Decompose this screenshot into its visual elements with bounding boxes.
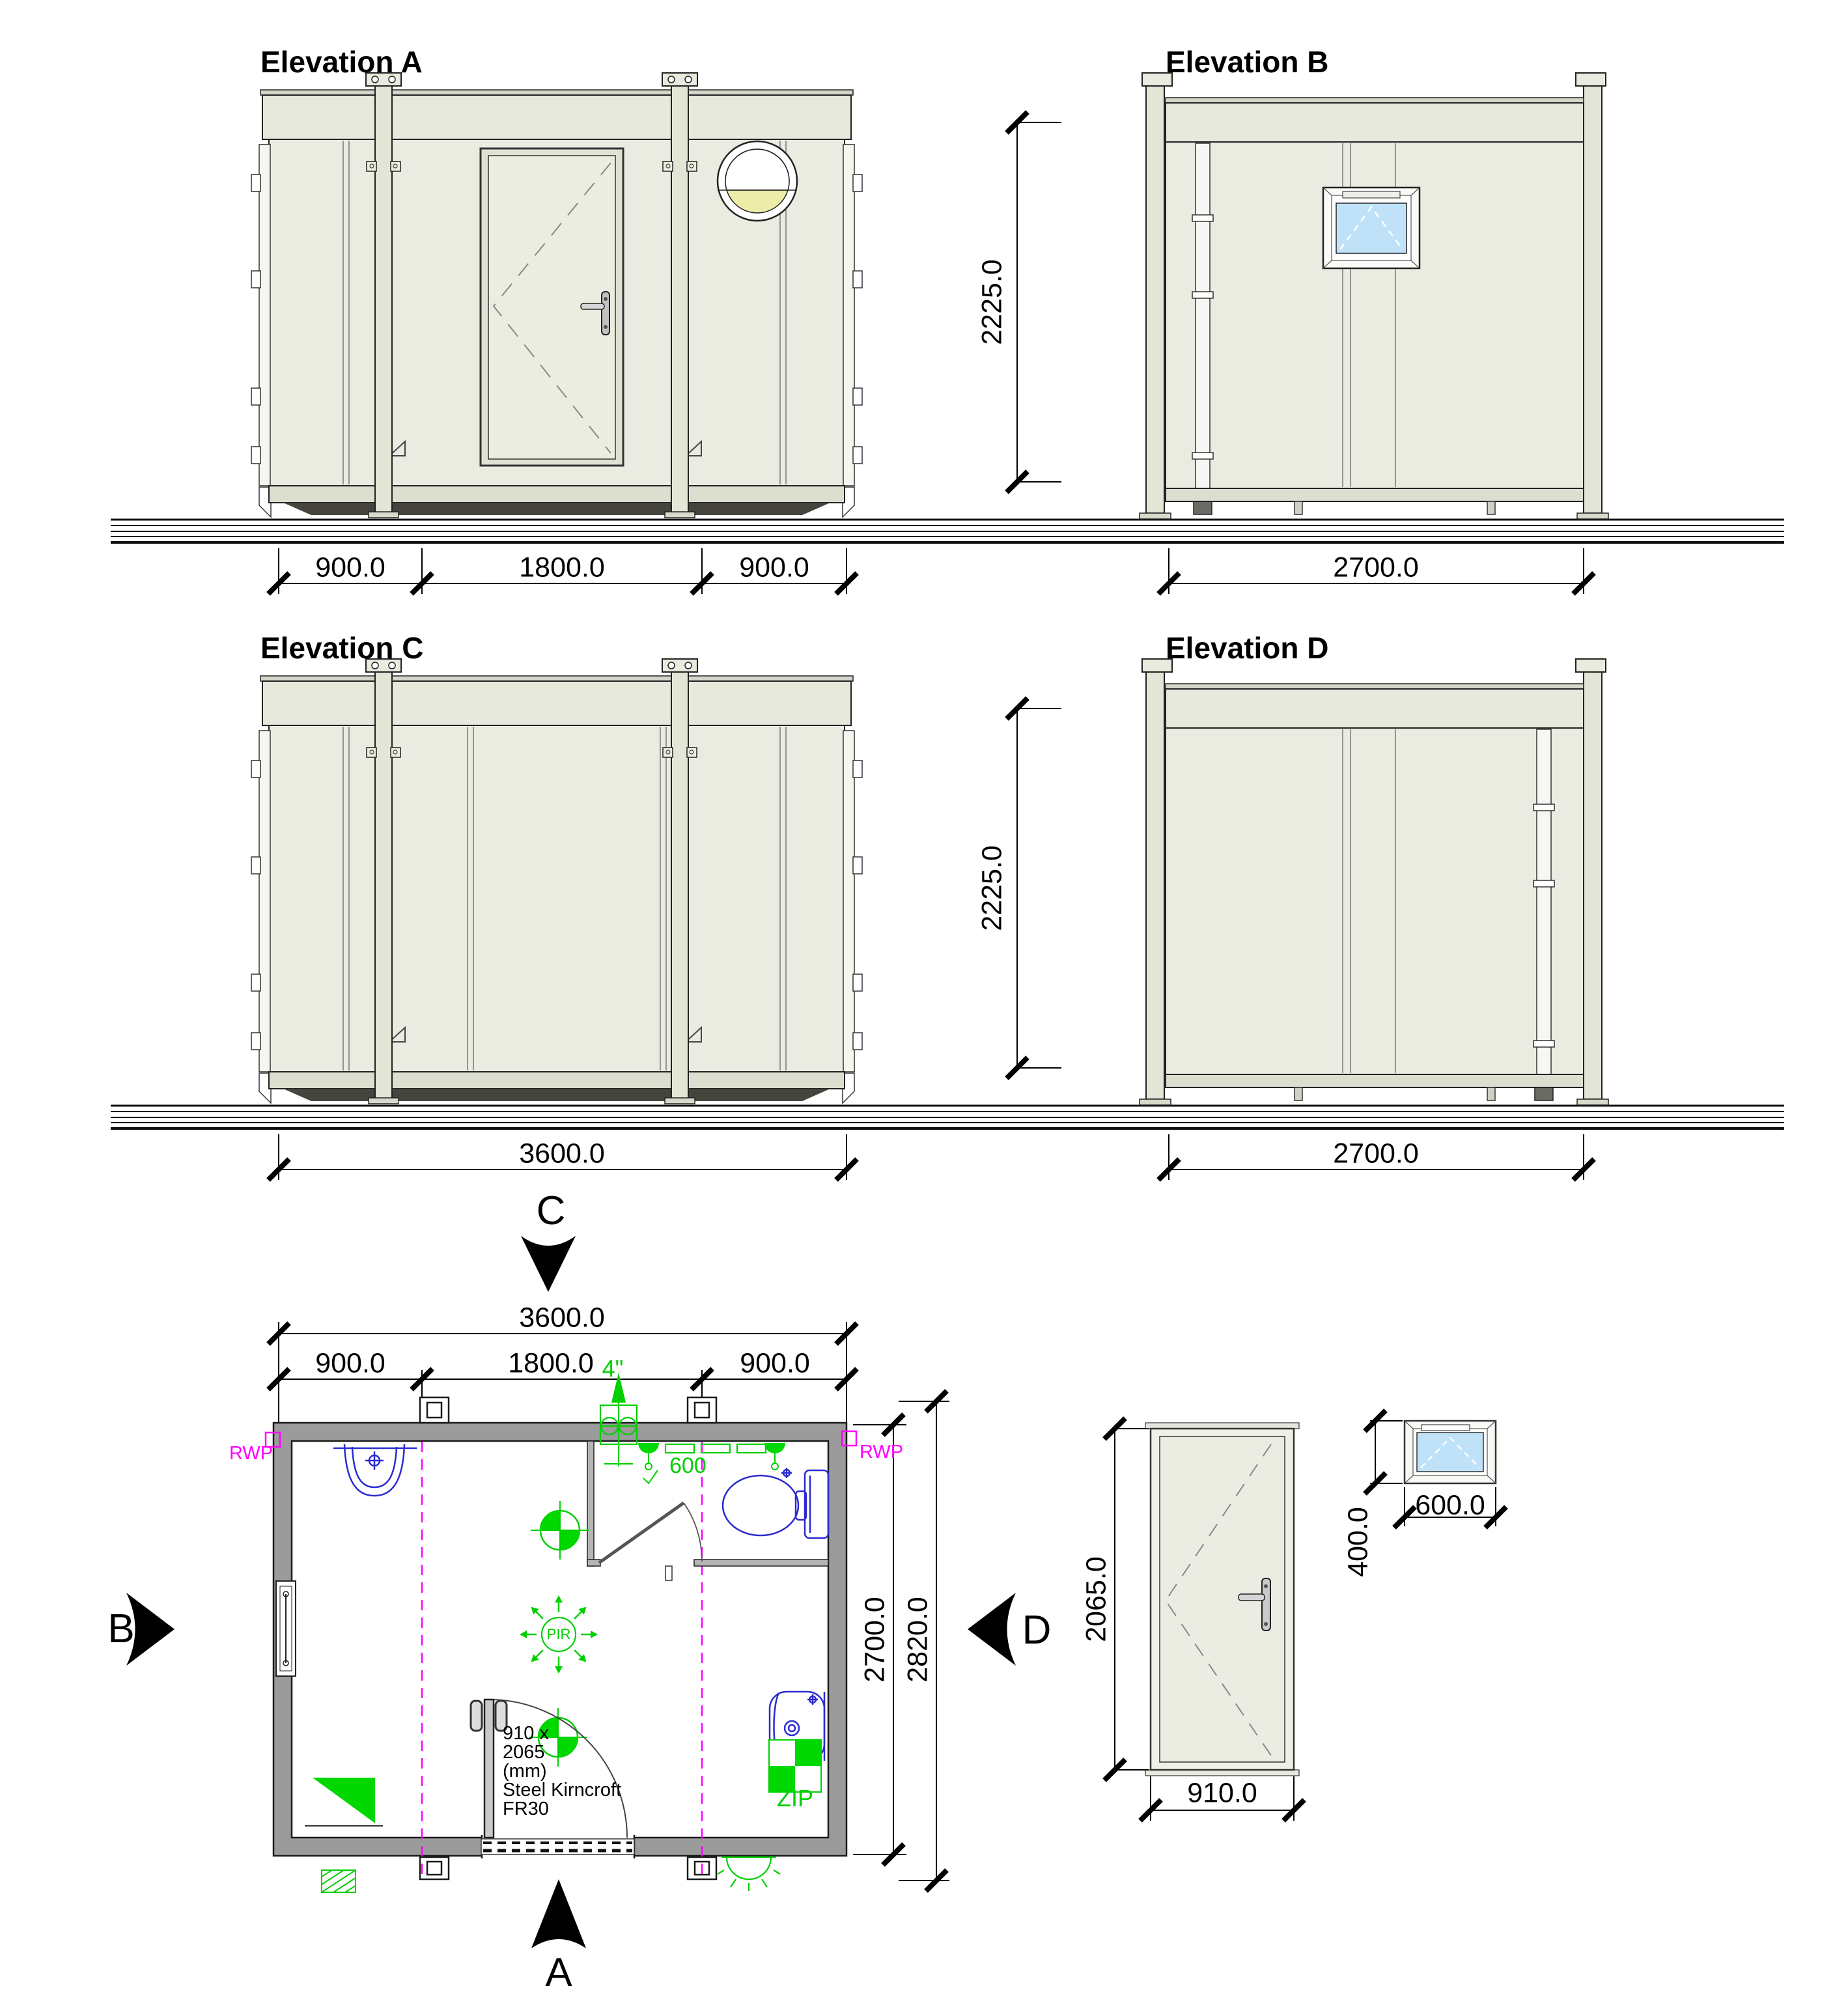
dim-elev-a-mid: 1800.0: [519, 552, 605, 583]
small-window-elevation: [1322, 186, 1421, 270]
zip-label: ZIP: [776, 1785, 814, 1812]
door-spec-line-1: 910 x: [503, 1723, 549, 1744]
elevation-a-drawing: [251, 72, 863, 518]
ground-line-upper: [111, 518, 1784, 544]
elevation-b-drawing: [1139, 72, 1609, 520]
dim-plan-depth-inner: 2700.0: [859, 1597, 891, 1683]
dim-elev-b-width: 2700.0: [1333, 552, 1419, 583]
view-arrow-b-icon: [126, 1593, 175, 1666]
view-direction-arrows: [126, 1236, 1016, 1948]
toilet-symbol: [721, 1468, 830, 1539]
view-arrow-d-icon: [968, 1593, 1016, 1666]
extractor-fan-symbol: [599, 1373, 638, 1466]
door-spec-line-4: Steel Kirncroft: [503, 1780, 622, 1800]
elevation-a-title: Elevation A: [260, 45, 423, 79]
view-arrow-b-label: B: [107, 1606, 135, 1651]
rwp-label-left: RWP: [229, 1443, 273, 1464]
dim-plan-mid: 1800.0: [508, 1347, 594, 1379]
dim-elev-c-width: 3600.0: [519, 1138, 605, 1169]
view-arrow-c-icon: [521, 1236, 576, 1292]
wall-mounted-mirror: [275, 1580, 296, 1677]
rwp-marker-icon: [264, 1431, 281, 1448]
rainwater-downpipe: [1533, 729, 1555, 1101]
dim-plan-overall: 3600.0: [519, 1302, 605, 1334]
shower-tray-symbol: [313, 1778, 375, 1823]
dim-plan-right: 900.0: [740, 1347, 810, 1379]
floor-gully-icon: [321, 1869, 356, 1893]
dim-elev-cd-height: 2225.0: [976, 845, 1008, 931]
door-spec-line-2: 2065: [503, 1742, 545, 1763]
porthole-window-icon: [716, 140, 798, 222]
entrance-door-plan: [469, 1698, 635, 1855]
door-detail-drawing: [1104, 1418, 1304, 1821]
lifting-post-marker: [419, 1396, 718, 1881]
dimension-lines: [268, 112, 1594, 1180]
elevation-d-title: Elevation D: [1166, 631, 1329, 665]
door-spec-line-3: (mm): [503, 1761, 547, 1782]
view-arrow-d-label: D: [1022, 1608, 1052, 1653]
vent-size-label: 4": [602, 1355, 624, 1382]
dim-elev-ab-height: 2225.0: [976, 259, 1008, 345]
elevation-d-drawing: [1139, 658, 1609, 1106]
urinal-symbol: [333, 1444, 417, 1497]
dim-door-height: 2065.0: [1080, 1556, 1112, 1642]
view-arrow-a-label: A: [545, 1950, 572, 1995]
elevation-c-title: Elevation C: [260, 631, 424, 665]
bulkhead-light-icon: [717, 1856, 781, 1891]
rainwater-downpipe: [1192, 143, 1214, 515]
plan-dimension-lines: [268, 1322, 949, 1891]
dim-door-width: 910.0: [1187, 1777, 1257, 1809]
door-spec-line-5: FR30: [503, 1799, 549, 1819]
elevation-c-drawing: [251, 658, 863, 1104]
floor-plan-drawing: [264, 1373, 858, 1893]
zip-heater-symbol: [768, 1739, 822, 1793]
dim-plan-left: 900.0: [315, 1347, 385, 1379]
entrance-door-elevation: [479, 147, 624, 467]
rwp-label-right: RWP: [860, 1442, 904, 1463]
dim-elev-d-width: 2700.0: [1333, 1138, 1419, 1169]
elevation-b-title: Elevation B: [1166, 45, 1329, 79]
window-detail-drawing: [1365, 1410, 1506, 1528]
wc-partition: [587, 1440, 829, 1581]
view-arrow-a-icon: [531, 1879, 586, 1948]
ground-line-lower: [111, 1104, 1784, 1130]
ventilation-grille-icon: [664, 1443, 767, 1454]
dim-window-height: 400.0: [1342, 1507, 1374, 1577]
dim-elev-a-left: 900.0: [315, 552, 385, 583]
rwp-marker-icon: [841, 1430, 858, 1447]
dim-window-width: 600.0: [1415, 1489, 1485, 1521]
view-arrow-c-label: C: [536, 1188, 566, 1233]
supply-valve-icon: [638, 1443, 785, 1485]
pir-sensor-symbol: [518, 1594, 599, 1675]
grille-size-label: 600: [669, 1453, 707, 1478]
pir-label: PIR: [546, 1626, 571, 1642]
dim-plan-depth-outer: 2820.0: [902, 1597, 934, 1683]
dim-elev-a-right: 900.0: [739, 552, 809, 583]
